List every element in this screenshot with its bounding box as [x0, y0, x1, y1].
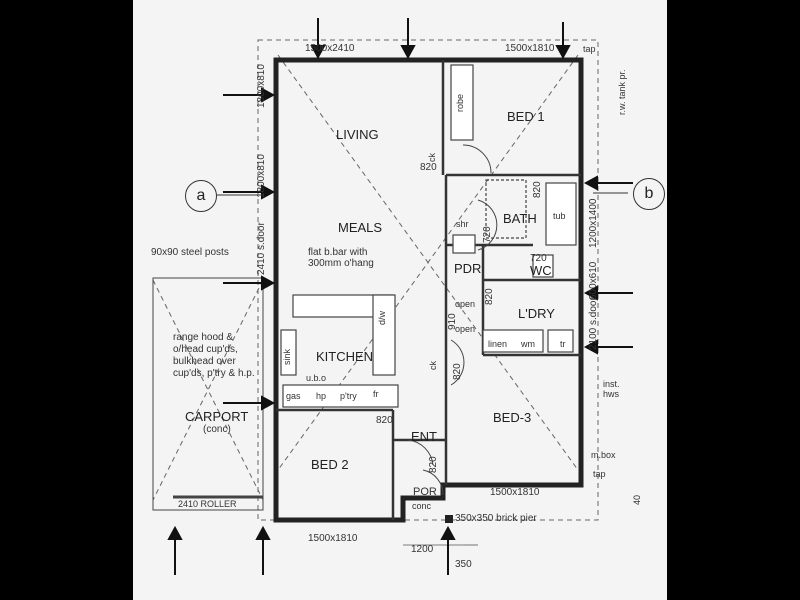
tap-label-top: tap	[583, 44, 596, 54]
bathtub-label: tub	[553, 211, 566, 221]
hot-water-label-2: hws	[603, 389, 620, 399]
carport-outline	[152, 277, 264, 511]
fridge-label: fr	[373, 389, 379, 399]
room-label-carport: CARPORT	[185, 409, 249, 424]
door-dim-right: 2100 s.door	[588, 297, 599, 350]
window-dim-right-b: 600x610	[588, 261, 599, 300]
room-label-bed1: BED 1	[507, 109, 545, 124]
floor-plan-drawing	[152, 18, 633, 575]
tap-label-right: tap	[593, 469, 606, 479]
kitchen-benches	[280, 294, 399, 408]
hot-water-label-1: inst.	[603, 379, 620, 389]
ceiling-marker-2: ck	[428, 361, 438, 370]
room-label-pdr: PDR	[454, 261, 482, 276]
range-hood-note-2: o/head cup'ds,	[173, 344, 238, 355]
linen-label: linen	[488, 339, 508, 349]
gas-cooktop-label: gas	[286, 391, 301, 401]
range-hood-note-1: range hood &	[173, 332, 234, 343]
external-walls	[273, 57, 584, 523]
meter-box-label: m.box	[591, 450, 616, 460]
range-hood-note-3: bulkhead over	[173, 356, 236, 367]
steel-posts-note: 90x90 steel posts	[151, 247, 229, 258]
window-dim-left-a: 1800x810	[256, 64, 267, 108]
door-dim-pdr: 910	[447, 313, 458, 330]
room-label-bath: BATH	[503, 211, 537, 226]
range-hood-note-4: cup'ds, p'try & h.p.	[173, 368, 255, 379]
room-label-living: LIVING	[336, 127, 379, 142]
window-dim-top-b: 1500x1810	[505, 43, 555, 54]
opening-label-2: open	[455, 324, 476, 334]
window-dim-left-b: 1800x810	[256, 154, 267, 198]
trough-label: tr	[560, 339, 566, 349]
room-label-porch: POR	[413, 486, 437, 498]
fixtures	[450, 64, 577, 353]
window-dim-bottom-b: 1500x1810	[490, 487, 540, 498]
roof-outline	[152, 39, 599, 521]
door-dim-bed3: 820	[452, 363, 463, 380]
door-dim-bath: 720	[482, 226, 493, 243]
sink-label: sink	[282, 348, 292, 365]
robe-label: robe	[455, 93, 465, 112]
window-dim-bottom-a: 1500x1810	[308, 533, 358, 544]
rainwater-tank-label: r.w. tank pr.	[617, 69, 627, 115]
brick-pier-label: 350x350 brick pier	[455, 513, 537, 524]
roller-door-label: 2410 ROLLER	[178, 499, 237, 509]
under-bench-oven-label: u.b.o	[306, 373, 327, 383]
room-label-kitchen: KITCHEN	[316, 349, 374, 364]
door-dim-living: 820	[420, 162, 437, 173]
door-dim-wc: 720	[530, 253, 547, 264]
room-label-wc: WC	[530, 263, 552, 278]
washing-machine-label: wm	[521, 339, 535, 349]
pantry-label: p'try	[340, 391, 357, 401]
room-label-bed3: BED-3	[493, 410, 532, 425]
hotplate-label: hp	[316, 391, 327, 401]
room-label-bed2: BED 2	[311, 457, 349, 472]
door-dim-entry: 820	[428, 456, 439, 473]
door-dim-ensuite: 820	[532, 181, 543, 198]
shower-label: shr	[456, 219, 469, 229]
carport-floor-note: (conc)	[203, 424, 231, 435]
door-dim-left: 2410 s.door	[256, 222, 267, 275]
room-label-meals: MEALS	[338, 220, 383, 235]
porch-dim-1200: 1200	[411, 544, 434, 555]
porch-conc-label: conc	[412, 501, 432, 511]
pier-dim-350: 350	[455, 559, 472, 570]
breakfast-bar-note-2: 300mm o'hang	[308, 258, 374, 269]
breakfast-bar-note-1: flat b.bar with	[308, 247, 368, 258]
floor-plan-sheet: a b LIVING MEALS KITCHEN BED 1 BED 2 BED…	[133, 0, 667, 600]
section-ref-a: a	[185, 180, 217, 212]
edge-dim-40: 40	[632, 494, 642, 505]
room-label-laundry: L'DRY	[518, 306, 555, 321]
opening-label-1: open	[455, 299, 476, 309]
door-dim-laundry: 820	[484, 288, 495, 305]
window-dim-right-a: 1200x1400	[588, 198, 599, 249]
room-label-entry: ENT	[411, 429, 437, 444]
section-ref-b: b	[633, 178, 665, 210]
brick-pier	[445, 515, 453, 523]
dishwasher-label: d/w	[377, 310, 387, 325]
door-dim-bed2: 820	[376, 415, 393, 426]
window-dim-top-a: 1500x2410	[305, 43, 355, 54]
markup-arrows	[167, 18, 633, 575]
internal-walls	[276, 60, 581, 520]
ceiling-marker-1: ck	[427, 153, 437, 162]
door-swings	[407, 144, 498, 496]
